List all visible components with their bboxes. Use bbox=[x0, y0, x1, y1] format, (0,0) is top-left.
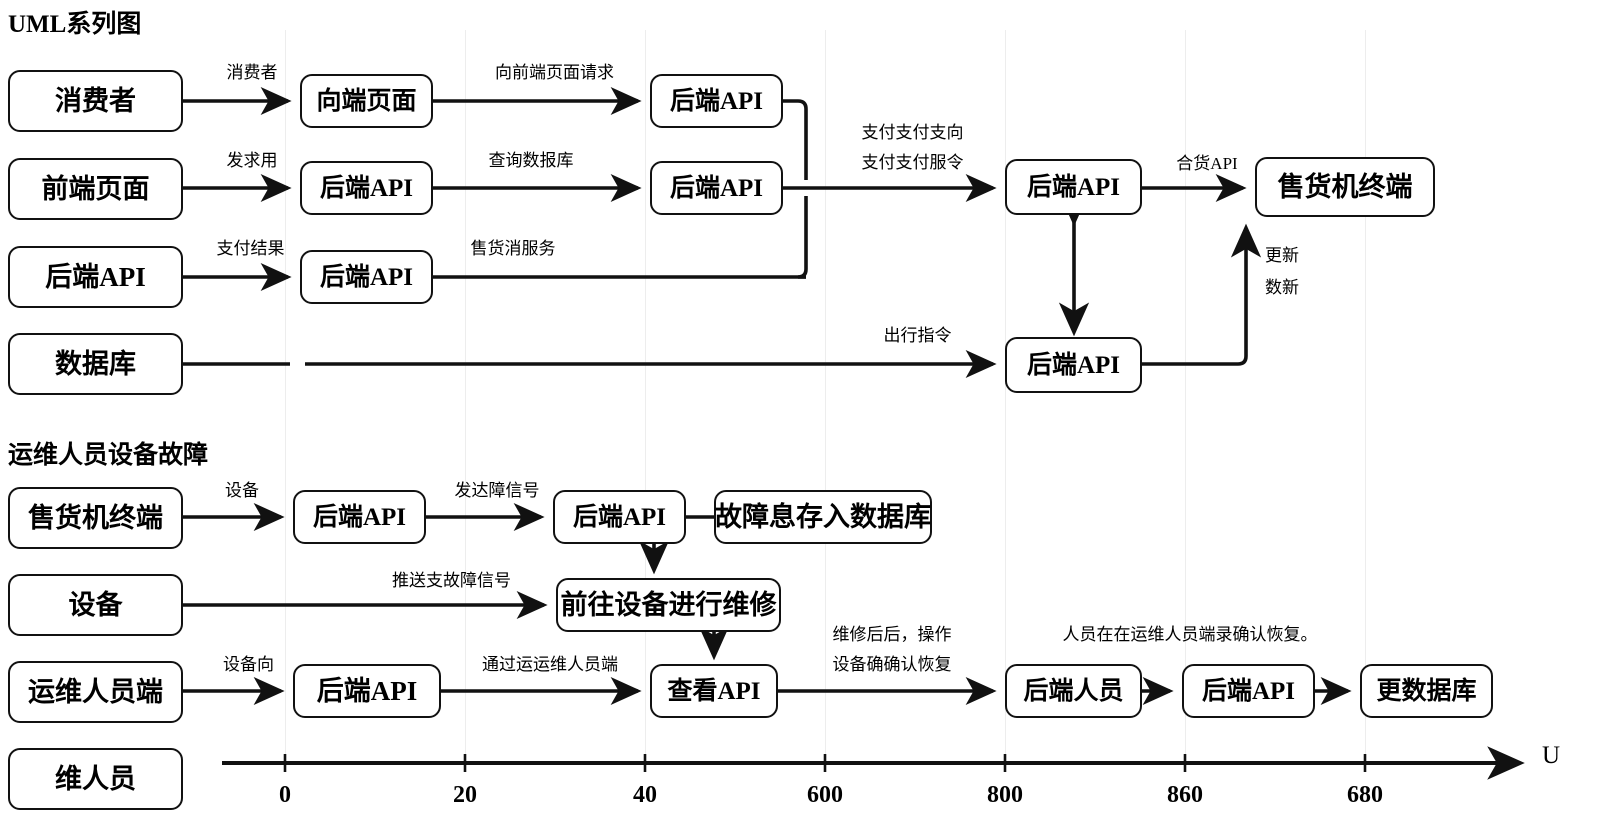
edge-label-e3: 发求用 bbox=[226, 151, 278, 170]
axis-tick-label: 40 bbox=[633, 782, 657, 808]
node-n12[interactable]: 后端API bbox=[1005, 337, 1142, 393]
node-n11[interactable]: 数据库 bbox=[8, 333, 183, 395]
edge-label-e2: 向前端页面请求 bbox=[495, 63, 614, 82]
node-m12[interactable]: 更数据库 bbox=[1360, 664, 1493, 718]
node-m9[interactable]: 查看API bbox=[650, 664, 778, 718]
node-n1[interactable]: 消费者 bbox=[8, 70, 183, 132]
edge-label-e11: 数新 bbox=[1265, 278, 1299, 297]
node-m6[interactable]: 前往设备进行维修 bbox=[556, 578, 781, 632]
edge-label-e13: 设备 bbox=[225, 481, 259, 500]
node-n7[interactable]: 后端API bbox=[1005, 159, 1142, 215]
gridline bbox=[1185, 30, 1186, 765]
node-n4[interactable]: 前端页面 bbox=[8, 158, 183, 220]
node-m8[interactable]: 后端API bbox=[293, 664, 441, 718]
time-axis bbox=[222, 746, 1525, 780]
gridline bbox=[1005, 30, 1006, 765]
merge-bus-bottom bbox=[797, 196, 808, 279]
node-n3[interactable]: 后端API bbox=[650, 74, 783, 128]
edge-label-e19: 设备确确认恢复 bbox=[832, 655, 952, 674]
gridline bbox=[465, 30, 466, 765]
node-m11[interactable]: 后端API bbox=[1182, 664, 1315, 718]
axis-tick-label: 600 bbox=[807, 782, 843, 808]
edge-label-e10: 更新 bbox=[1265, 246, 1299, 265]
section-title-ops: 运维人员设备故障 bbox=[8, 442, 209, 469]
edge-label-e1: 消费者 bbox=[226, 63, 278, 82]
edge-label-e5: 支付支付支向 bbox=[861, 123, 964, 142]
node-n6[interactable]: 后端API bbox=[650, 161, 783, 215]
edge-label-e16: 设备向 bbox=[223, 655, 274, 674]
gridline bbox=[285, 30, 286, 765]
axis-name-label: U bbox=[1542, 742, 1561, 769]
node-m3[interactable]: 后端API bbox=[553, 490, 686, 544]
edge-label-e20: 人员在在运维人员端录确认恢复。 bbox=[1062, 625, 1318, 644]
edge-label-e17: 通过运运维人员端 bbox=[482, 655, 618, 674]
axis-tick-label: 800 bbox=[987, 782, 1023, 808]
edge-label-e7: 合货API bbox=[1176, 154, 1238, 173]
node-m13[interactable]: 维人员 bbox=[8, 748, 183, 810]
axis-tick-label: 680 bbox=[1347, 782, 1383, 808]
node-m2[interactable]: 后端API bbox=[293, 490, 426, 544]
axis-tick-label: 860 bbox=[1167, 782, 1203, 808]
node-m10[interactable]: 后端人员 bbox=[1005, 664, 1142, 718]
edge-label-e8: 支付结果 bbox=[216, 239, 285, 258]
merge-bus-top bbox=[783, 99, 808, 180]
node-m7[interactable]: 运维人员端 bbox=[8, 661, 183, 723]
edge-label-e12: 出行指令 bbox=[883, 326, 952, 345]
gridline bbox=[825, 30, 826, 765]
node-n2[interactable]: 向端页面 bbox=[300, 74, 433, 128]
section-title-uml: UML系列图 bbox=[8, 11, 142, 38]
node-n9[interactable]: 后端API bbox=[8, 246, 183, 308]
edge-label-e15: 推送支故障信号 bbox=[392, 571, 511, 590]
edge-label-e14: 发达障信号 bbox=[454, 481, 540, 500]
axis-tick-label: 0 bbox=[279, 782, 291, 808]
node-n10[interactable]: 后端API bbox=[300, 250, 433, 304]
gridline bbox=[645, 30, 646, 765]
node-m5[interactable]: 设备 bbox=[8, 574, 183, 636]
node-n5[interactable]: 后端API bbox=[300, 161, 433, 215]
axis-tick-label: 20 bbox=[453, 782, 477, 808]
edge-bottom-api-to-vending bbox=[1142, 223, 1262, 366]
gridline bbox=[1365, 30, 1366, 765]
edge-label-e18: 维修后后，操作 bbox=[832, 625, 952, 644]
node-m4[interactable]: 故障息存入数据库 bbox=[714, 490, 932, 544]
edge-label-e4: 查询数报库 bbox=[488, 151, 574, 170]
edge-label-e6: 支付支付服令 bbox=[861, 153, 964, 172]
edge-label-e9: 售货消服务 bbox=[470, 239, 556, 258]
node-n8[interactable]: 售货机终端 bbox=[1255, 157, 1435, 217]
axis-ticks bbox=[283, 754, 1367, 772]
node-m1[interactable]: 售货机终端 bbox=[8, 487, 183, 549]
